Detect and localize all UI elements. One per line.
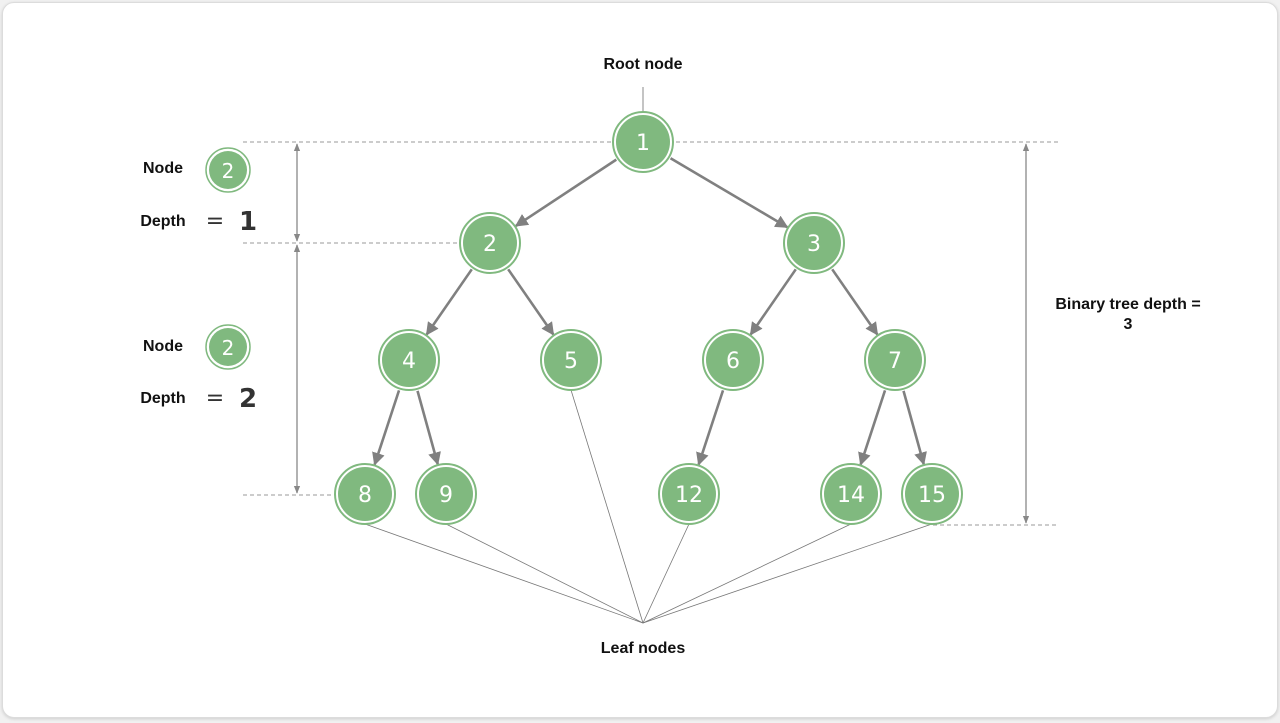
- edge-4-9: [416, 390, 441, 466]
- node-circle: [905, 467, 959, 521]
- tree-node-4: 4: [378, 329, 440, 391]
- node-label: 5: [564, 349, 578, 374]
- edge-3-7: [831, 268, 879, 336]
- node-label: 6: [726, 349, 740, 374]
- leaf-pointer-line-8: [364, 523, 644, 624]
- tree-node-1: 1: [612, 111, 674, 173]
- edge-7-14: [858, 389, 887, 466]
- legend-node-value: 2: [222, 159, 235, 183]
- legend-depth-2: Node 2 Depth = 2: [140, 324, 257, 414]
- tree-node-14: 14: [820, 463, 882, 525]
- node-circle: [662, 467, 716, 521]
- node-label: 15: [918, 483, 946, 508]
- depth-guides: [243, 141, 1058, 526]
- node-label: 12: [675, 483, 703, 508]
- legend-depth-word: Depth: [140, 213, 185, 230]
- legend-node-word: Node: [143, 338, 183, 355]
- legend-depth-value: 1: [239, 207, 257, 237]
- node-circle: [463, 216, 517, 270]
- edge-2-4: [425, 268, 473, 336]
- tree-node-9: 9: [415, 463, 477, 525]
- legend-depth-1: Node 2 Depth = 1: [140, 147, 257, 237]
- node-label: 3: [807, 232, 821, 257]
- leaf-pointer-line-15: [642, 523, 933, 624]
- tree-node-2: 2: [459, 212, 521, 274]
- node-circle: [824, 467, 878, 521]
- tree-edges: [372, 157, 927, 466]
- edge-3-6: [749, 268, 797, 336]
- tree-depth-value: 3: [1124, 316, 1133, 333]
- node-label: 7: [888, 349, 902, 374]
- dimension-arrows: [293, 143, 1030, 524]
- node-label: 2: [483, 232, 497, 257]
- legend-node-word: Node: [143, 160, 183, 177]
- node-label: 4: [402, 349, 416, 374]
- node-label: 1: [636, 131, 650, 156]
- edge-2-5: [507, 268, 555, 336]
- node-circle: [382, 333, 436, 387]
- tree-node-7: 7: [864, 329, 926, 391]
- tree-node-12: 12: [658, 463, 720, 525]
- node-circle: [544, 333, 598, 387]
- node-label: 8: [358, 483, 372, 508]
- edge-1-2: [514, 158, 618, 228]
- legend-node-circle: [209, 328, 247, 366]
- node-circle: [706, 333, 760, 387]
- node-circle: [787, 216, 841, 270]
- node-label: 9: [439, 483, 453, 508]
- tree-node-8: 8: [334, 463, 396, 525]
- legend-depth-word: Depth: [140, 390, 185, 407]
- node-circle: [419, 467, 473, 521]
- node-circle: [868, 333, 922, 387]
- leaf-pointer-line-14: [642, 523, 852, 624]
- tree-depth-label: Binary tree depth =: [1055, 296, 1200, 313]
- tree-node-15: 15: [901, 463, 963, 525]
- node-label: 14: [837, 483, 865, 508]
- leaf-pointer-line-12: [642, 523, 690, 624]
- legend-equals: =: [206, 209, 224, 234]
- legend-equals: =: [206, 386, 224, 411]
- tree-node-3: 3: [783, 212, 845, 274]
- legend-node-ring: [205, 324, 251, 370]
- leaf-pointer-lines: [364, 389, 933, 624]
- tree-node-6: 6: [702, 329, 764, 391]
- legend-node-circle: [209, 151, 247, 189]
- leaf-nodes-label: Leaf nodes: [601, 640, 686, 657]
- edge-7-15: [902, 390, 927, 466]
- root-node-label: Root node: [603, 56, 682, 73]
- legend-node-ring: [205, 147, 251, 193]
- tree-node-5: 5: [540, 329, 602, 391]
- node-circle: [616, 115, 670, 169]
- leaf-pointer-line-9: [445, 523, 644, 624]
- legend-depth-value: 2: [239, 384, 257, 414]
- node-circle: [338, 467, 392, 521]
- edge-4-8: [372, 389, 401, 466]
- edge-1-3: [669, 157, 789, 229]
- legend-node-value: 2: [222, 336, 235, 360]
- leaf-pointer-line-5: [570, 389, 644, 624]
- edge-6-12: [696, 389, 725, 466]
